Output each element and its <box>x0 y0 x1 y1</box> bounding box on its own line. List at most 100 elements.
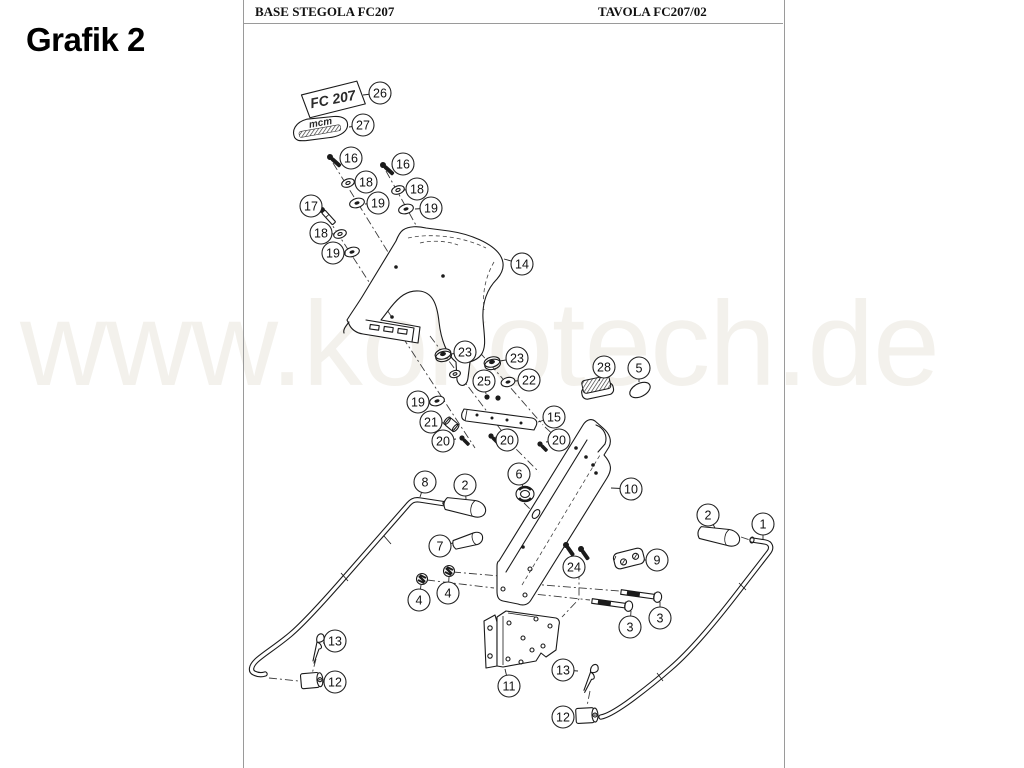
callout-8: 8 <box>413 470 437 498</box>
callout-16: 16 <box>391 152 415 176</box>
callout-2: 2 <box>696 503 720 529</box>
svg-text:16: 16 <box>344 152 358 166</box>
svg-text:18: 18 <box>314 227 328 241</box>
part-washer-small <box>449 369 461 379</box>
svg-text:23: 23 <box>510 352 524 366</box>
part-19-washer <box>349 197 365 209</box>
part-24-screw <box>578 546 590 561</box>
callout-19: 19 <box>321 241 346 265</box>
callout-13: 13 <box>322 629 347 653</box>
callout-20: 20 <box>545 428 571 452</box>
part-19-washer <box>429 395 445 407</box>
svg-text:4: 4 <box>416 594 423 608</box>
callout-19: 19 <box>414 196 443 220</box>
panel-header: BASE STEGOLA FC207 TAVOLA FC207/02 <box>243 0 783 24</box>
svg-text:19: 19 <box>326 247 340 261</box>
callout-10: 10 <box>610 477 643 501</box>
svg-text:24: 24 <box>567 561 581 575</box>
svg-text:14: 14 <box>515 258 529 272</box>
callout-28: 28 <box>592 355 616 382</box>
svg-text:17: 17 <box>304 200 318 214</box>
callout-22: 22 <box>514 368 541 392</box>
callout-27: 27 <box>348 113 375 137</box>
callout-12: 12 <box>322 670 347 694</box>
part-4-nut <box>415 572 429 586</box>
part-7-grip <box>452 531 484 550</box>
callout-18: 18 <box>309 221 335 245</box>
svg-text:19: 19 <box>411 396 425 410</box>
part-2-grip <box>697 526 741 547</box>
header-left-title: BASE STEGOLA FC207 <box>255 4 395 19</box>
svg-text:2: 2 <box>705 509 712 523</box>
svg-text:13: 13 <box>328 635 342 649</box>
svg-text:1: 1 <box>760 518 767 532</box>
svg-text:12: 12 <box>328 676 342 690</box>
svg-text:19: 19 <box>424 202 438 216</box>
svg-text:3: 3 <box>657 612 664 626</box>
svg-text:20: 20 <box>552 434 566 448</box>
part-18-washer <box>333 229 347 239</box>
part-13-clip <box>312 633 325 664</box>
part-8-rod <box>248 497 450 678</box>
callout-20: 20 <box>494 428 519 452</box>
page-title: Grafik 2 <box>26 21 145 58</box>
part-2-grip <box>443 497 487 518</box>
callout-24: 24 <box>562 555 586 579</box>
header-right-title: TAVOLA FC207/02 <box>598 4 707 19</box>
callout-14: 14 <box>503 252 534 276</box>
part-25-nut <box>484 394 501 401</box>
callout-21: 21 <box>419 410 445 434</box>
part-23-washer <box>434 348 453 363</box>
part-20-screw <box>459 435 470 446</box>
callout-9: 9 <box>644 548 669 572</box>
callout-23: 23 <box>499 346 529 370</box>
svg-text:23: 23 <box>458 346 472 360</box>
callout-23: 23 <box>450 340 477 364</box>
part-6-grommet <box>515 485 535 503</box>
svg-text:26: 26 <box>373 87 387 101</box>
part-14-cover <box>343 226 504 386</box>
part-16-screw <box>327 154 342 168</box>
part-22-washer <box>500 376 516 388</box>
part-26-plate: FC 207 <box>300 80 366 119</box>
diagram-panel <box>243 0 785 768</box>
callout-20: 20 <box>431 429 457 453</box>
callout-12: 12 <box>551 705 575 729</box>
part-27-badge: mcm <box>293 115 349 142</box>
part-16-screw <box>380 162 395 176</box>
callout-13: 13 <box>551 658 579 682</box>
part-4-nut <box>442 564 456 578</box>
svg-text:10: 10 <box>624 483 638 497</box>
svg-text:8: 8 <box>422 476 429 490</box>
svg-text:18: 18 <box>359 176 373 190</box>
svg-text:6: 6 <box>516 468 523 482</box>
svg-text:19: 19 <box>371 197 385 211</box>
svg-text:5: 5 <box>636 362 643 376</box>
svg-text:9: 9 <box>654 554 661 568</box>
callout-25: 25 <box>472 369 496 395</box>
part-15-plate <box>461 408 538 431</box>
callout-17: 17 <box>299 194 323 218</box>
callout-6: 6 <box>507 462 531 488</box>
part-23-washer <box>483 356 502 371</box>
part-5-cap <box>629 381 651 399</box>
callout-19: 19 <box>406 390 430 414</box>
svg-text:20: 20 <box>436 435 450 449</box>
callout-2: 2 <box>453 473 477 500</box>
svg-text:7: 7 <box>437 540 444 554</box>
svg-text:28: 28 <box>597 361 611 375</box>
callout-5: 5 <box>627 356 651 382</box>
callout-16: 16 <box>339 146 363 170</box>
svg-text:3: 3 <box>627 621 634 635</box>
callout-18: 18 <box>403 177 429 201</box>
part-18-washer <box>391 185 405 195</box>
part-12-block <box>299 671 324 690</box>
part-1-rod <box>598 536 774 720</box>
callout-15: 15 <box>537 405 566 429</box>
svg-text:20: 20 <box>500 434 514 448</box>
part-10-bracket <box>496 419 611 606</box>
svg-text:12: 12 <box>556 711 570 725</box>
